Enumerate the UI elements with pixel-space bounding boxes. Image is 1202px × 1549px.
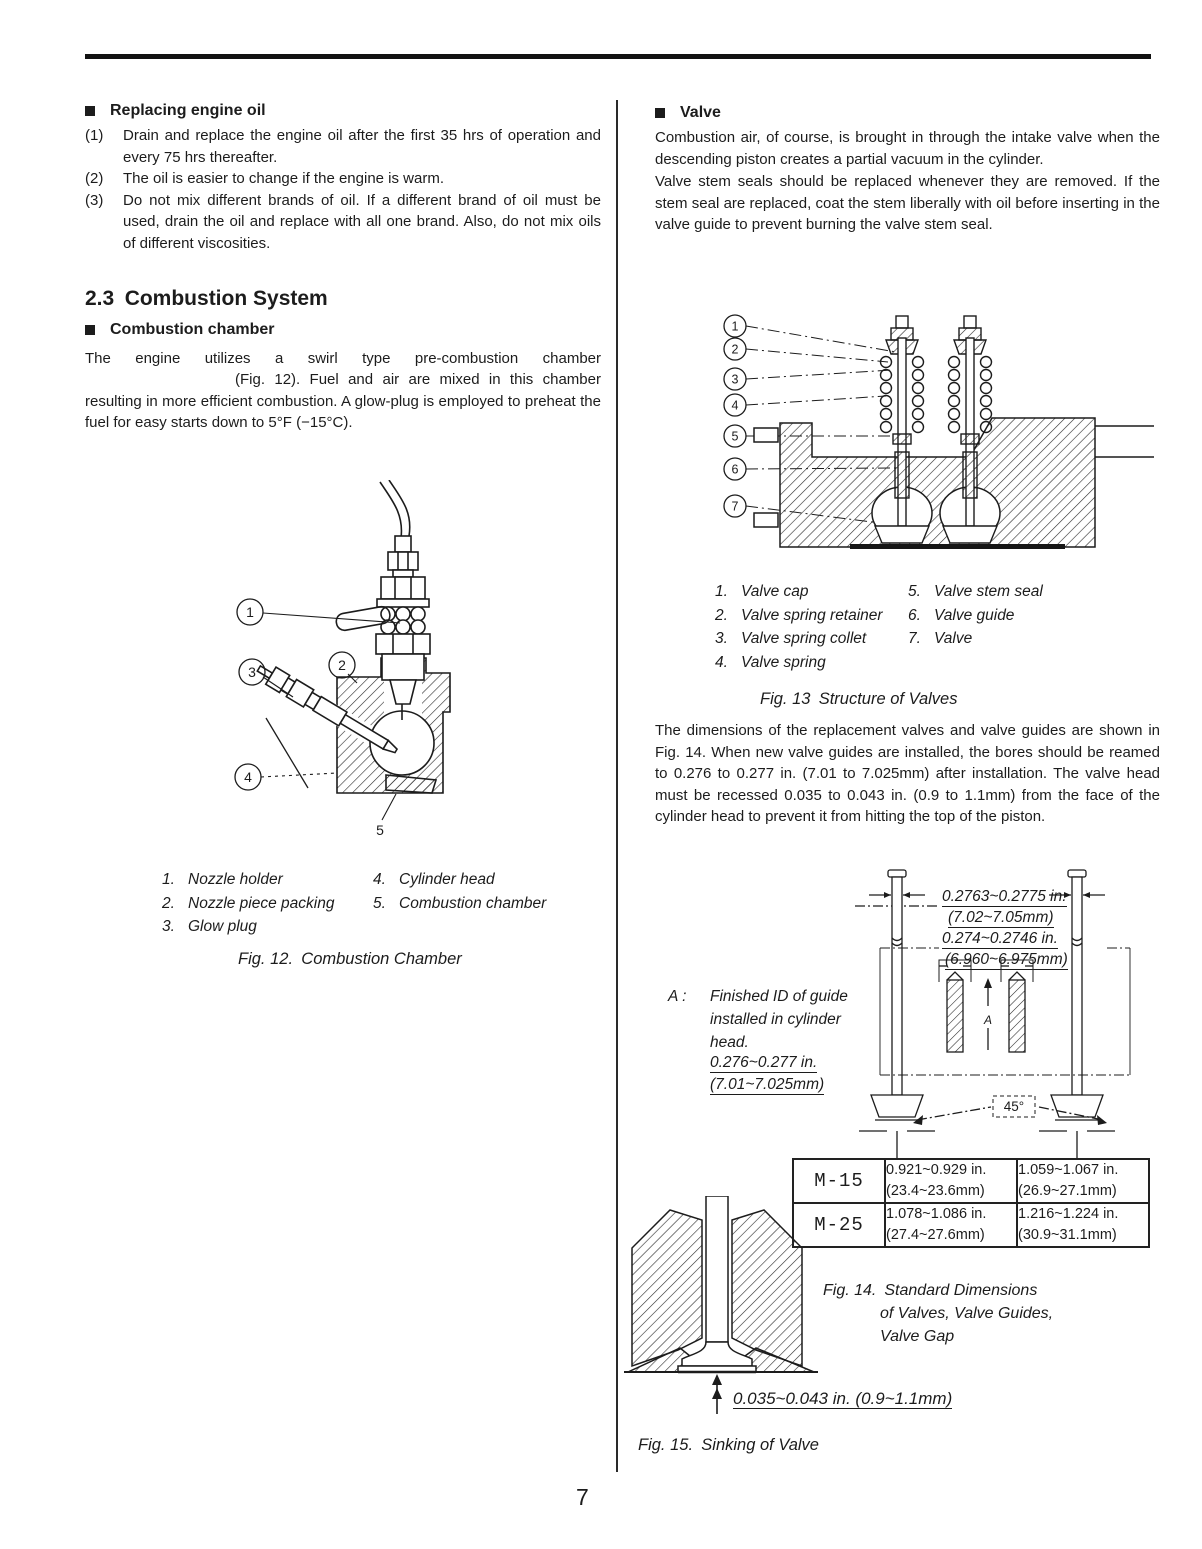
fig14-angle-label: 45° [1004,1099,1024,1114]
fig13-caption: Fig. 13 Structure of Valves [760,690,958,708]
fig13-callout-5: 5 [732,430,739,444]
valve-paragraph-1: Combustion air, of course, is brought in… [655,129,1160,168]
fig13-callout-4: 4 [732,399,739,413]
fig13-legend: 1.Valve cap 2.Valve spring retainer 3.Va… [715,580,883,674]
legend-item: 1.Nozzle holder [162,871,283,888]
fig12-drawing: 1 2 3 4 5 [234,480,451,838]
legend-item: 3.Glow plug [162,918,257,935]
fig14-table: M-15 0.921~0.929 in. (23.4~23.6mm) 1.059… [792,1158,1150,1248]
table-dim-cell: 1.078~1.086 in. (27.4~27.6mm) [884,1202,1018,1248]
item-text: Drain and replace the engine oil after t… [123,127,601,166]
item-number: (2) [85,170,104,188]
oil-list: (1) Drain and replace the engine oil aft… [85,125,601,255]
fig12-legend: 1.Nozzle holder 2.Nozzle piece packing 3… [162,868,334,939]
column-divider [616,100,618,1472]
fig14-a-note: Finished ID of guide installed in cylind… [710,988,848,1051]
fig12-callout-4: 4 [244,769,252,785]
table-dim-cell: 1.216~1.224 in. (30.9~31.1mm) [1016,1202,1150,1248]
fig14-dim-top-1: 0.2763~0.2775 in. [942,888,1067,907]
fig13-drawing: 1 2 3 4 5 6 7 [723,314,1154,549]
legend-item: 2.Nozzle piece packing [162,894,335,912]
fig15-caption: Fig. 15. Sinking of Valve [638,1436,819,1454]
fig14-a-key: A : [668,988,687,1005]
legend-item: 5.Valve stem seal [908,583,1043,600]
legend-item: 4.Valve spring [715,653,826,671]
fig14-dim-top-4: (6.960~6.975mm) [945,951,1068,970]
fig14-dim-top-3: 0.274~0.2746 in. [942,930,1058,949]
legend-item: 6.Valve guide [908,606,1015,624]
page-number: 7 [576,1484,589,1510]
fig13-callout-6: 6 [732,463,739,477]
combustion-paragraph-start: The engine utilizes a swirl type pre-com… [85,349,601,367]
fig14-a-dim-1: 0.276~0.277 in. [710,1054,818,1073]
item-number: (3) [85,191,104,209]
table-model-cell: M-15 [792,1158,886,1204]
table-row: M-25 1.078~1.086 in. (27.4~27.6mm) 1.216… [792,1202,1150,1248]
combustion-subheading: Combustion chamber [85,319,601,341]
bullet-square-icon [655,108,665,118]
oil-heading: Replacing engine oil [85,100,601,122]
fig13-callout-2: 2 [732,343,739,357]
fig14-caption: Fig. 14. Standard Dimensions of Valves, … [823,1282,1054,1345]
fig13-callout-1: 1 [732,320,739,334]
valve-paragraph-2: Valve stem seals should be replaced when… [655,173,1160,234]
fig14-a-letter: A [983,1013,992,1027]
oil-heading-label: Replacing engine oil [110,102,266,119]
right-column: Valve Combustion air, of course, is brou… [655,102,1160,236]
section-heading: 2.3 Combustion System [85,286,328,310]
list-item: (3) Do not mix different brands of oil. … [85,190,601,255]
bullet-square-icon [85,324,95,335]
fig14-drawing: A 45° [855,869,1131,1159]
dimensions-paragraph: The dimensions of the replacement valves… [655,722,1160,826]
fig15-drawing [624,1196,818,1414]
item-number: (1) [85,127,104,144]
fig14-figure: A 45° 0.2763~0.2775 in. (7.02~7.05mm) 0.… [655,868,1160,1160]
table-row: M-15 0.921~0.929 in. (23.4~23.6mm) 1.059… [792,1158,1150,1204]
list-item: (2) The oil is easier to change if the e… [85,168,601,190]
item-text: The oil is easier to change if the engin… [123,170,444,188]
fig12-callout-2: 2 [338,657,346,673]
legend-item: 3.Valve spring collet [715,630,867,647]
bullet-square-icon [85,106,95,116]
combustion-paragraph-rest: (Fig. 12). Fuel and air are mixed in thi… [85,371,601,432]
fig12-callout-1: 1 [246,604,254,620]
valve-heading-label: Valve [680,104,721,121]
combustion-paragraph: The engine utilizes a swirl type pre-com… [85,348,601,434]
legend-item: 7.Valve [908,630,973,647]
combustion-subheading-label: Combustion chamber [110,320,275,338]
valve-heading: Valve [655,102,1160,124]
fig13-callout-7: 7 [732,500,739,514]
table-model-cell: M-25 [792,1202,886,1248]
fig12-callout-5: 5 [376,822,384,838]
fig12-legend-col2: 4.Cylinder head 5.Combustion chamber [373,868,546,915]
list-item: (1) Drain and replace the engine oil aft… [85,125,601,168]
legend-item: 2.Valve spring retainer [715,606,883,624]
fig15-dimension: 0.035~0.043 in. (0.9~1.1mm) [733,1389,953,1409]
fig14-a-dim-2: (7.01~7.025mm) [710,1076,825,1095]
fig13-legend-col2: 5.Valve stem seal 6.Valve guide 7.Valve [908,580,1043,651]
table-dim-cell: 0.921~0.929 in. (23.4~23.6mm) [884,1158,1018,1204]
left-column: Replacing engine oil (1) Drain and repla… [85,100,601,434]
top-rule [85,54,1151,59]
legend-item: 1.Valve cap [715,583,809,600]
item-text: Do not mix different brands of oil. If a… [123,191,601,252]
fig14-dim-top-2: (7.02~7.05mm) [948,909,1054,928]
legend-item: 4.Cylinder head [373,871,495,888]
fig12-callout-3: 3 [248,664,256,680]
fig13-callout-3: 3 [732,373,739,387]
legend-item: 5.Combustion chamber [373,894,547,912]
table-dim-cell: 1.059~1.067 in. (26.9~27.1mm) [1016,1158,1150,1204]
fig12-caption: Fig. 12. Combustion Chamber [238,950,462,968]
